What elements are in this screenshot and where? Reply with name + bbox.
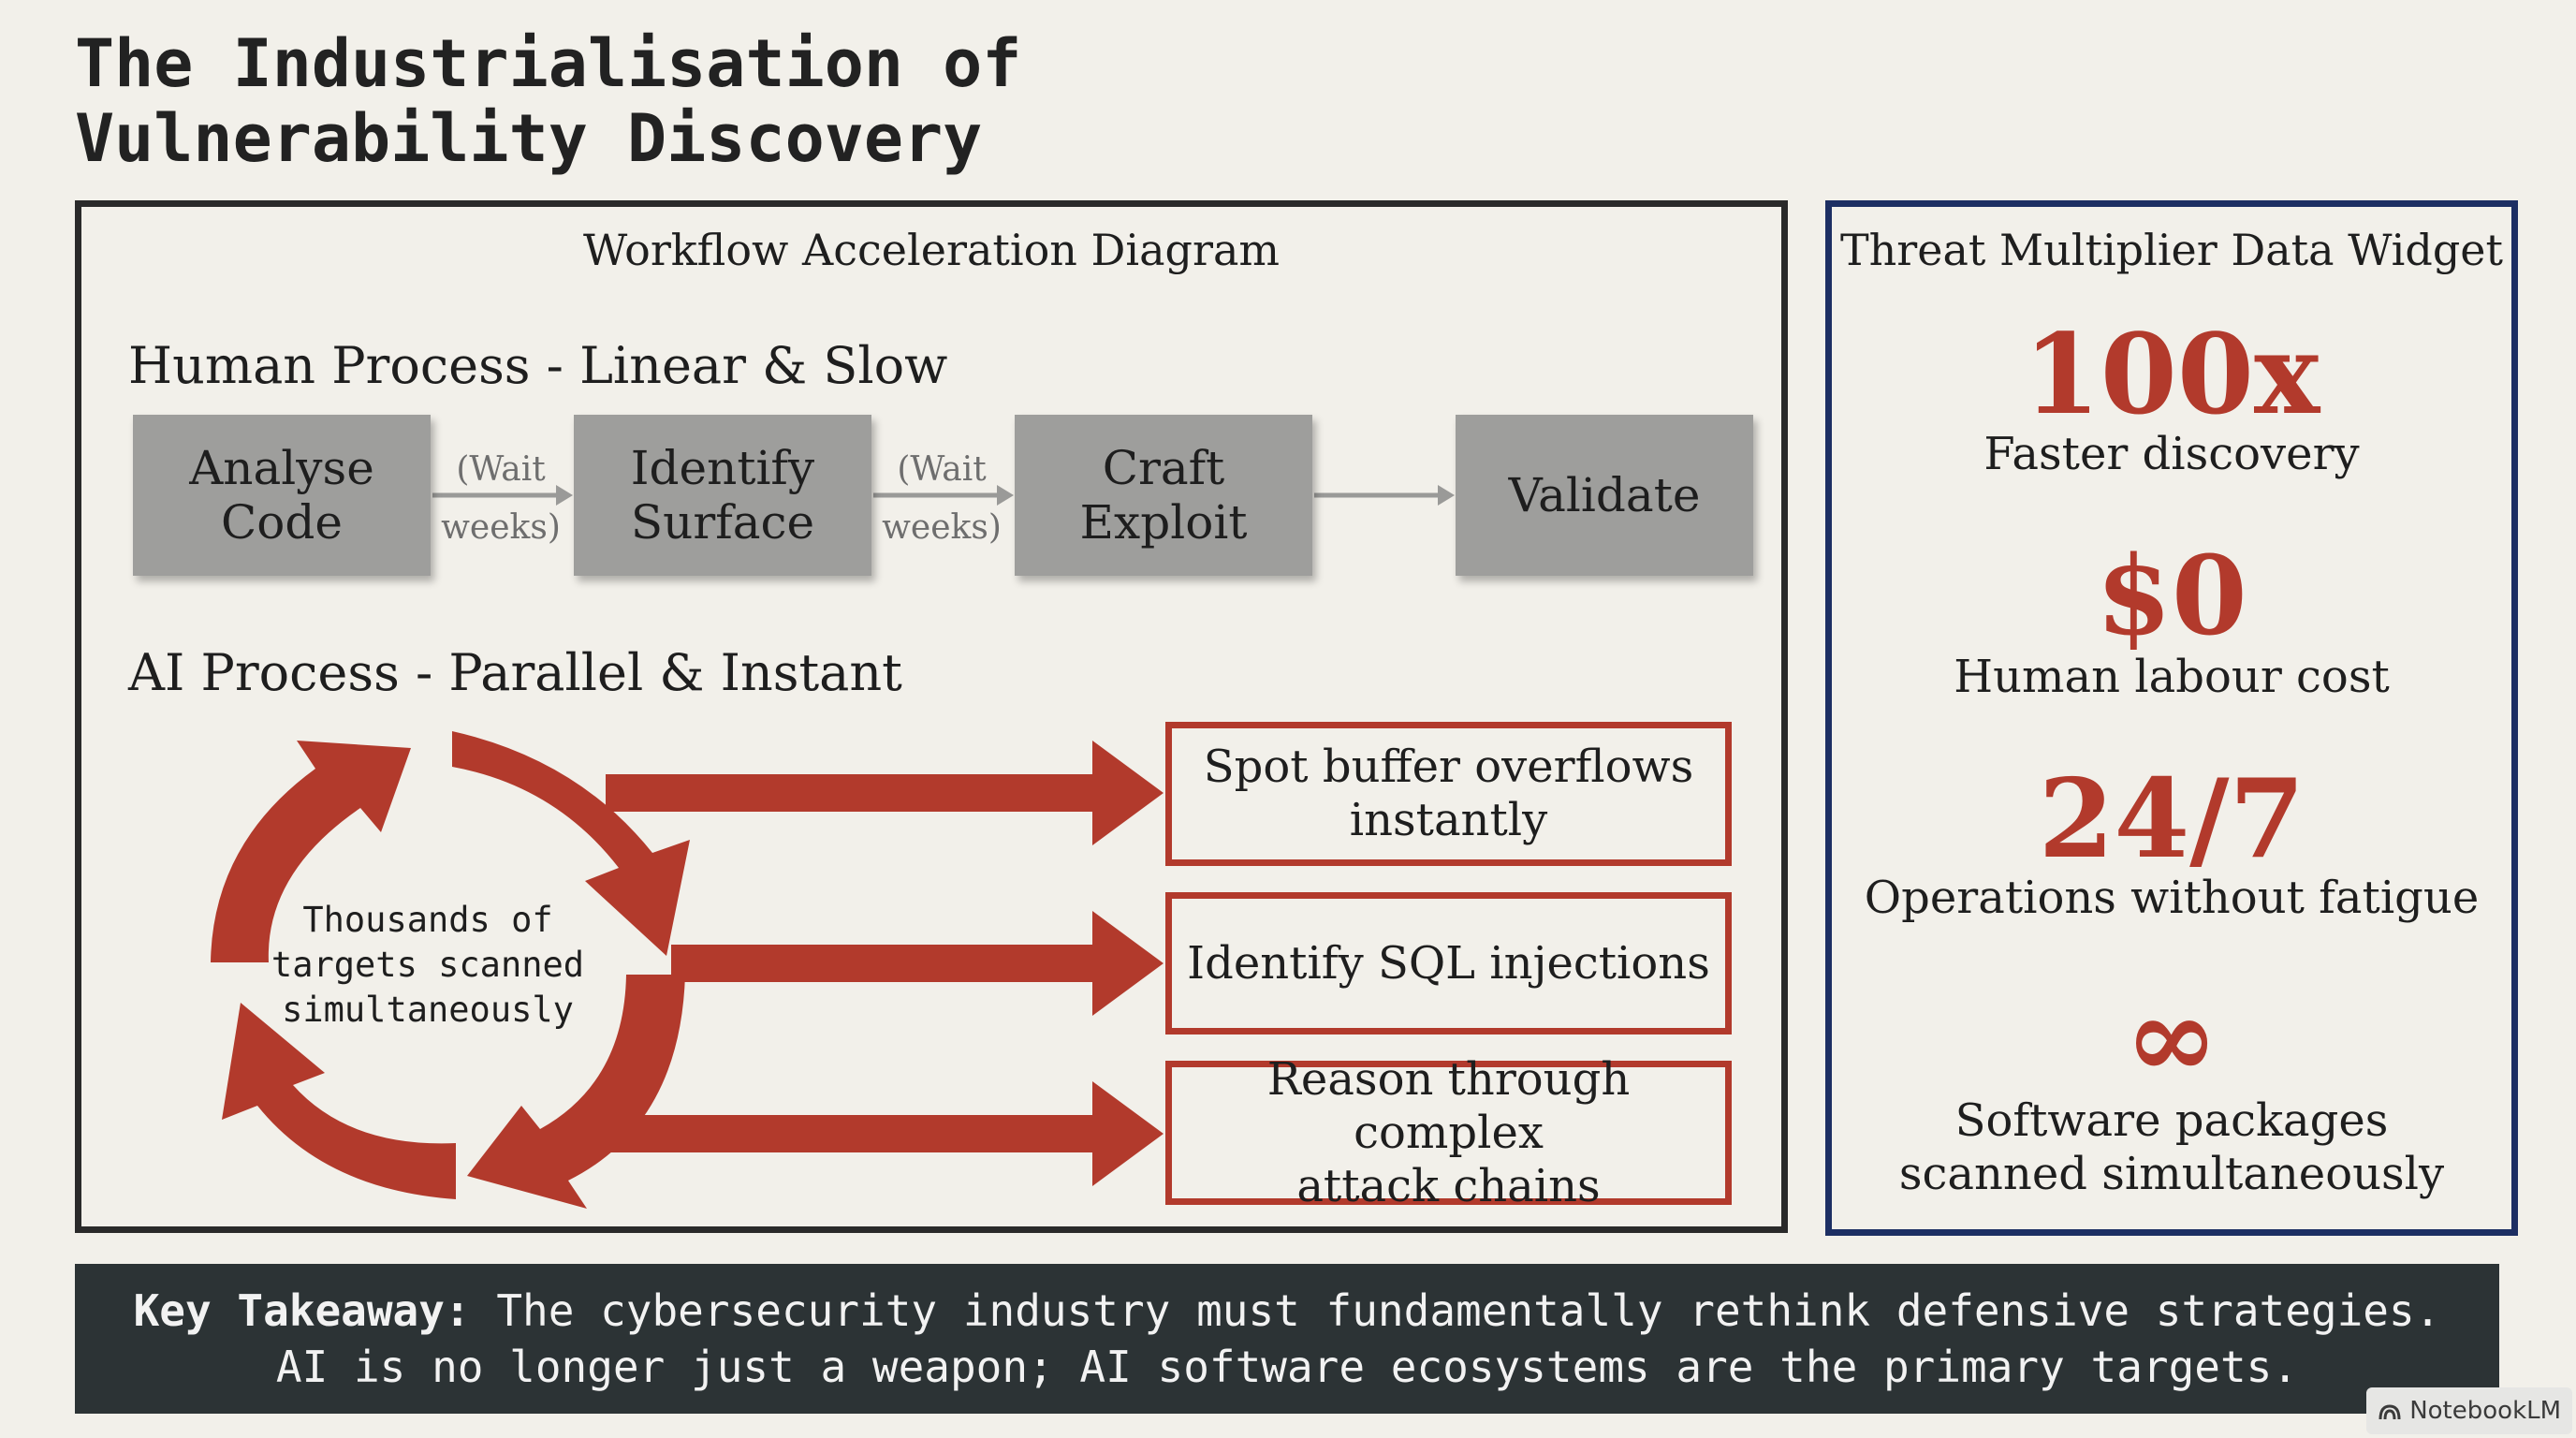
takeaway-line-2: AI is no longer just a weapon; AI softwa… — [275, 1342, 2299, 1392]
metric-label-speed: Faster discovery — [1983, 428, 2360, 480]
workflow-diagram-panel: Workflow Acceleration Diagram Human Proc… — [75, 200, 1788, 1233]
fanout-arrow-2 — [671, 911, 1164, 1016]
connector-arrowhead-1 — [556, 485, 573, 506]
takeaway-label: Key Takeaway: — [133, 1285, 471, 1336]
key-takeaway-banner: Key Takeaway: The cybersecurity industry… — [75, 1264, 2499, 1414]
takeaway-line-1: Key Takeaway: The cybersecurity industry… — [75, 1283, 2499, 1339]
takeaway-text-1: The cybersecurity industry must fundamen… — [470, 1285, 2441, 1336]
metric-label-uptime: Operations without fatigue — [1864, 872, 2480, 924]
threat-multiplier-widget: Threat Multiplier Data Widget 100x Faste… — [1825, 200, 2518, 1236]
metric-value-speed: 100x — [2023, 309, 2320, 439]
fanout-arrow-3 — [606, 1081, 1164, 1186]
workflow-panel-heading: Workflow Acceleration Diagram — [582, 225, 1281, 275]
cycle-arrow-bottom-right — [467, 975, 685, 1209]
metric-label-scale: Software packages scanned simultaneously — [1898, 1094, 2445, 1200]
cycle-arrow-bottom-left — [222, 1003, 456, 1199]
cycle-arrow-top-right — [452, 731, 690, 956]
human-process-connectors — [432, 485, 1455, 506]
human-process-heading: Human Process - Linear & Slow — [128, 336, 948, 395]
metric-label-cost: Human labour cost — [1954, 651, 2390, 703]
notebooklm-badge: NotebookLM — [2366, 1387, 2572, 1434]
title-line-2: Vulnerability Discovery — [75, 100, 983, 177]
connector-arrowhead-3 — [1438, 485, 1455, 506]
notebooklm-logo-icon — [2378, 1404, 2401, 1420]
cycle-center-label: Thousands of targets scanned simultaneou… — [271, 900, 585, 1030]
metric-value-uptime: 24/7 — [2038, 756, 2305, 883]
cycle-arrow-top-left — [211, 741, 411, 962]
fanout-arrow-1 — [606, 741, 1164, 845]
ai-process-graphic — [211, 731, 1164, 1209]
infinity-icon: ∞ — [2125, 972, 2218, 1104]
widget-heading: Threat Multiplier Data Widget — [1839, 225, 2503, 275]
badge-text: NotebookLM — [2409, 1397, 2562, 1425]
title-line-1: The Industrialisation of — [75, 25, 1022, 102]
page-title: The Industrialisation of Vulnerability D… — [75, 26, 1021, 176]
outcome-sql-injections: Identify SQL injections — [1165, 892, 1732, 1034]
connector-arrowhead-2 — [997, 485, 1014, 506]
step-validate: Validate — [1456, 415, 1753, 576]
ai-process-heading: AI Process - Parallel & Instant — [128, 643, 902, 702]
metric-value-cost: $0 — [2096, 533, 2247, 660]
